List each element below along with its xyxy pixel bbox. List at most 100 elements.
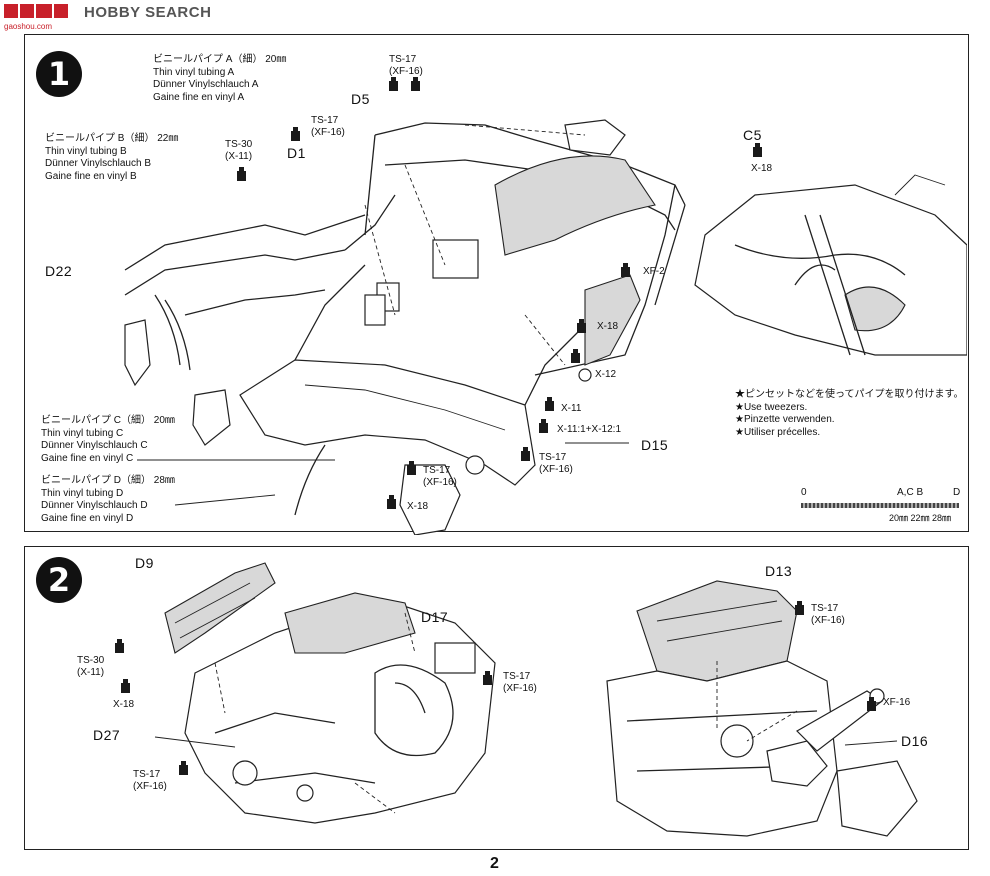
paint-ts17-bottom-right-alt: (XF-16) <box>539 464 573 475</box>
paint-ts17-bottom: TS-17 (XF-16) <box>423 465 457 489</box>
tube-d-de: Dünner Vinylschlauch D <box>41 500 148 511</box>
tube-b-en: Thin vinyl tubing B <box>45 145 127 157</box>
paint-ts17-bottom-right-code: TS-17 <box>539 452 567 463</box>
tube-d-label: ビニールパイプ D（細） 28㎜ Thin vinyl tubing D Dün… <box>41 475 175 525</box>
tweezers-note: ★ピンセットなどを使ってパイプを取り付けます。 ★Use tweezers. ★… <box>735 389 964 439</box>
paint-bottle-icon <box>387 495 396 509</box>
paint-ts30-step2-code: TS-30 <box>77 655 105 666</box>
paint-bottle-icons <box>137 77 762 509</box>
paint-x11x12: X-11:1+X-12:1 <box>557 424 622 435</box>
watermark-brand: HOBBY SEARCH <box>84 4 212 21</box>
paint-ts17-top-code: TS-17 <box>389 54 417 65</box>
paint-x18-bottom: X-18 <box>407 501 429 512</box>
paint-bottle-icon <box>237 167 246 181</box>
paint-bottle-icon <box>291 127 300 141</box>
tube-c-label: ビニールパイプ C（細） 20㎜ Thin vinyl tubing C Dün… <box>41 415 175 465</box>
paint-ts30-code: TS-30 <box>225 139 253 150</box>
part-d13: D13 <box>765 563 793 579</box>
part-d27: D27 <box>93 727 121 743</box>
note-de: ★Pinzette verwenden. <box>735 414 835 425</box>
scale-abc: A,C B <box>897 487 924 498</box>
note-en: ★Use tweezers. <box>735 401 808 413</box>
tube-d-fr: Gaine fine en vinyl D <box>41 512 134 524</box>
paint-ts17-d13-code: TS-17 <box>811 603 839 614</box>
note-fr: ★Utiliser précelles. <box>735 426 821 438</box>
paint-ts17-bottom-alt: (XF-16) <box>423 477 457 488</box>
tube-c-de: Dünner Vinylschlauch C <box>41 440 148 451</box>
paint-bottle-icon <box>867 697 876 711</box>
tube-a-de: Dünner Vinylschlauch A <box>153 79 259 90</box>
tube-c-fr: Gaine fine en vinyl C <box>41 452 134 464</box>
paint-ts17-mid-alt: (XF-16) <box>311 127 345 138</box>
part-d9: D9 <box>135 555 154 571</box>
paint-bottle-icon <box>545 397 554 411</box>
paint-x11: X-11 <box>561 403 582 414</box>
paint-bottle-icon <box>389 77 398 91</box>
part-d1: D1 <box>287 145 306 161</box>
engine-right-illustration <box>606 580 918 837</box>
frame-illustration <box>124 119 686 535</box>
step-2-paint-bottle-icons <box>115 601 898 775</box>
tube-a-jp: ビニールパイプ A（細） 20㎜ <box>153 54 287 65</box>
paint-bottle-icon <box>621 263 630 277</box>
paint-xf2: XF-2 <box>643 266 665 277</box>
part-d22: D22 <box>45 263 73 279</box>
watermark-logo <box>4 3 164 29</box>
paint-ts17-d17: TS-17 (XF-16) <box>503 671 537 695</box>
watermark-logo-graphic <box>4 4 68 18</box>
paint-ts30: TS-30 (X-11) <box>225 139 252 163</box>
paint-ts17-d27-alt: (XF-16) <box>133 781 167 792</box>
tube-c-en: Thin vinyl tubing C <box>41 427 124 439</box>
tube-b-label: ビニールパイプ B（細） 22㎜ Thin vinyl tubing B Dün… <box>45 133 178 183</box>
paint-bottle-icon <box>571 349 580 363</box>
scale-zero: 0 <box>801 487 807 498</box>
paint-bottle-icon <box>483 671 492 685</box>
paint-c5-x18: X-18 <box>751 163 773 174</box>
paint-ts17-bottom-right: TS-17 (XF-16) <box>539 452 573 476</box>
scale-d: D <box>953 487 961 498</box>
step-1-badge: 1 <box>36 51 82 97</box>
paint-ts30-alt: (X-11) <box>225 151 253 162</box>
tube-a-en: Thin vinyl tubing A <box>153 66 235 78</box>
tube-d-en: Thin vinyl tubing D <box>41 487 124 499</box>
scale-bar <box>801 503 959 508</box>
tube-b-jp: ビニールパイプ B（細） 22㎜ <box>45 133 179 144</box>
tube-length-scale: 0 A,C B D 20㎜ 22㎜ 28㎜ <box>799 487 965 527</box>
paint-ts17-d13: TS-17 (XF-16) <box>811 603 845 627</box>
paint-bottle-icon <box>521 447 530 461</box>
paint-bottle-icon <box>795 601 804 615</box>
page-number: 2 <box>490 855 500 872</box>
paint-bottle-icon <box>411 77 420 91</box>
tweezers-detail-illustration <box>694 174 967 356</box>
paint-ts17-d27-code: TS-17 <box>133 769 161 780</box>
paint-bottle-icon <box>577 319 586 333</box>
watermark-site: gaoshou.com <box>4 22 53 31</box>
paint-ts17-mid-code: TS-17 <box>311 115 339 126</box>
part-d16: D16 <box>901 733 929 749</box>
tube-d-jp: ビニールパイプ D（細） 28㎜ <box>41 475 175 486</box>
paint-bottle-icon <box>179 761 188 775</box>
paint-bottle-icon <box>753 143 762 157</box>
paint-ts30-step2: TS-30 (X-11) <box>77 655 104 679</box>
paint-ts17-d17-code: TS-17 <box>503 671 531 682</box>
tube-c-jp: ビニールパイプ C（細） 20㎜ <box>41 415 175 426</box>
tube-a-label: ビニールパイプ A（細） 20㎜ Thin vinyl tubing A Dün… <box>153 54 286 104</box>
part-d15: D15 <box>641 437 669 453</box>
step-2-panel: 2 D9 D17 D27 D13 D16 <box>24 546 969 850</box>
paint-ts17-d17-alt: (XF-16) <box>503 683 537 694</box>
paint-bottle-icon <box>115 639 124 653</box>
paint-ts17-bottom-code: TS-17 <box>423 465 451 476</box>
tube-b-de: Dünner Vinylschlauch B <box>45 158 151 169</box>
paint-ts17-top-alt: (XF-16) <box>389 66 423 77</box>
paint-bottle-icon <box>539 419 548 433</box>
paint-ts17-d13-alt: (XF-16) <box>811 615 845 626</box>
paint-ts30-step2-alt: (X-11) <box>77 667 105 678</box>
tube-b-fr: Gaine fine en vinyl B <box>45 170 137 182</box>
paint-ts17-d27: TS-17 (XF-16) <box>133 769 167 793</box>
tube-a-fr: Gaine fine en vinyl A <box>153 91 245 103</box>
paint-ts17-top: TS-17 (XF-16) <box>389 54 423 78</box>
part-d5: D5 <box>351 91 370 107</box>
step-1-panel: 1 <box>24 34 969 535</box>
part-d17: D17 <box>421 609 449 625</box>
note-jp: ★ピンセットなどを使ってパイプを取り付けます。 <box>735 389 964 400</box>
